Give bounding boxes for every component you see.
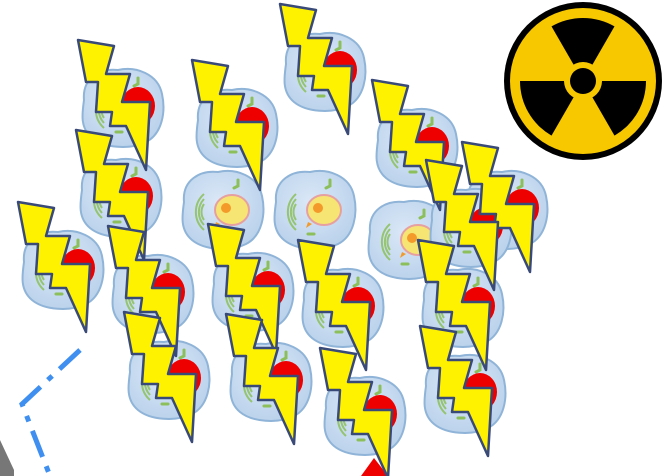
corner-bar <box>0 440 14 476</box>
lightning-bolt-icon <box>190 58 266 192</box>
lightning-bolt-icon <box>318 346 394 476</box>
lightning-bolt-icon <box>278 2 354 136</box>
lightning-bolt-icon <box>224 312 300 446</box>
radiation-blade <box>551 17 615 81</box>
nucleus-icon <box>306 194 342 226</box>
nucleus-icon <box>214 194 250 226</box>
lightning-bolt-icon <box>416 238 492 372</box>
lightning-bolt-icon <box>296 238 372 372</box>
lightning-bolt-icon <box>460 140 536 274</box>
cell-icon <box>273 170 357 250</box>
lightning-bolt-icon <box>106 224 182 358</box>
lightning-bolt-icon <box>122 310 198 444</box>
lightning-bolts <box>16 2 536 476</box>
lightning-bolt-icon <box>418 324 494 458</box>
lightning-bolt-icon <box>16 200 92 334</box>
lightning-bolt-icon <box>76 38 152 172</box>
red-arrow-tip <box>361 458 388 476</box>
lightning-bolt-icon <box>424 158 500 292</box>
radiation-blade <box>520 81 583 136</box>
lightning-bolt-icon <box>370 78 446 212</box>
dashed-bracket <box>19 348 82 476</box>
radiation-blade <box>583 81 646 136</box>
radiation-trefoil-icon <box>504 2 662 160</box>
